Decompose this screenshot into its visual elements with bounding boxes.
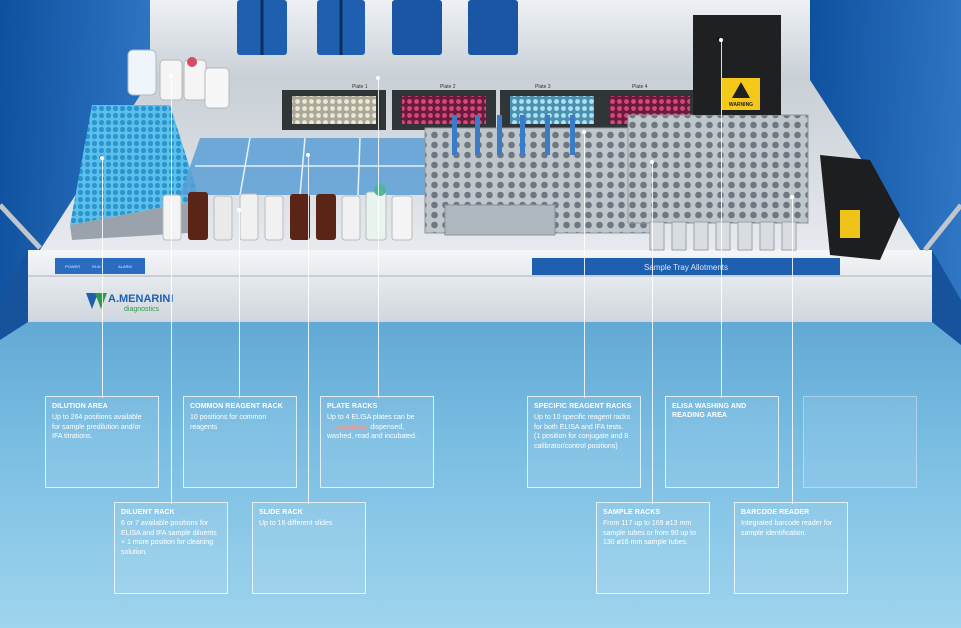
callout-diluent-rack: DILUENT RACK 6 or 7 available positions … [114,502,228,594]
warning-label: WARNING [729,102,753,108]
callout-title: DILUENT RACK [121,509,175,516]
description-text: dispensed, washed, read and incubated. [327,423,417,441]
callout-description: Integrated barcode reader for sample ide… [741,520,833,537]
brand-sub: diagnostics [124,306,160,313]
highlighted-word: indipendently [327,423,369,431]
callout-title: COMMON REAGENT RACK [190,403,283,410]
leader-common-reagent [239,210,240,398]
callout-barcode-reader: BARCODE READER Integrated barcode reader… [734,502,848,594]
leader-dot [100,156,104,160]
callout-description: From 117 up to 169 ø13 mm sample tubes o… [603,520,696,546]
panel-label: ALARM [118,264,132,269]
callout-title: SAMPLE RACKS [603,509,661,516]
leader-dot [790,195,794,199]
leader-barcode [792,197,793,504]
leader-dot [650,160,654,164]
plate-label: Plate 3 [535,84,551,90]
callout-empty-box [803,396,917,488]
leader-specific-reagent [584,132,585,398]
leader-plate [378,78,379,398]
callout-title: SPECIFIC REAGENT RACKS [534,403,632,410]
tray-strip-label: Sample Tray Allotments [644,263,728,272]
callout-description: Up to 264 positions available for sample… [52,414,142,440]
callout-common-reagent-rack: COMMON REAGENT RACK 10 positions for com… [183,396,297,488]
callout-sample-racks: SAMPLE RACKS From 117 up to 169 ø13 mm s… [596,502,710,594]
callout-title: ELISA WASHING AND READING AREA [672,403,747,419]
callout-specific-reagent-racks: SPECIFIC REAGENT RACKS Up to 10 specific… [527,396,641,488]
brand-name: A.MENARINI [108,293,173,305]
callout-description: 10 positions for common reagents [190,414,267,431]
callout-elisa-washing-reading: ELISA WASHING AND READING AREA [665,396,779,488]
brand-logo: A.MENARINI diagnostics [86,293,173,313]
leader-dot [169,74,173,78]
callout-title: SLIDE RACK [259,509,303,516]
leader-dilution [102,158,103,398]
callout-description: Up to 4 ELISA plates can be indipendentl… [327,413,427,442]
leader-sample [652,162,653,504]
callout-description: Up to 10 specific reagent racks for both… [534,414,631,450]
leader-elisa-washing [721,40,722,398]
plate-label: Plate 4 [632,84,648,90]
leader-dot [582,130,586,134]
description-text: Up to 4 ELISA plates can be [327,414,415,421]
leader-slide [308,155,309,504]
callout-plate-racks: PLATE RACKS Up to 4 ELISA plates can be … [320,396,434,488]
leader-dot [719,38,723,42]
leader-dot [306,153,310,157]
callout-title: PLATE RACKS [327,403,378,410]
leader-diluent [171,76,172,504]
callout-description: 6 or 7 available positions for ELISA and… [121,520,217,556]
callout-dilution-area: DILUTION AREA Up to 264 positions availa… [45,396,159,488]
leader-dot [376,76,380,80]
plate-label: Plate 2 [440,84,456,90]
callout-title: DILUTION AREA [52,403,108,410]
callout-description: Up to 16 different slides [259,520,333,527]
panel-label: POWER [65,264,80,269]
panel-label: RUN [92,264,101,269]
leader-dot [237,208,241,212]
callout-title: BARCODE READER [741,509,810,516]
callout-slide-rack: SLIDE RACK Up to 16 different slides [252,502,366,594]
plate-label: Plate 1 [352,84,368,90]
